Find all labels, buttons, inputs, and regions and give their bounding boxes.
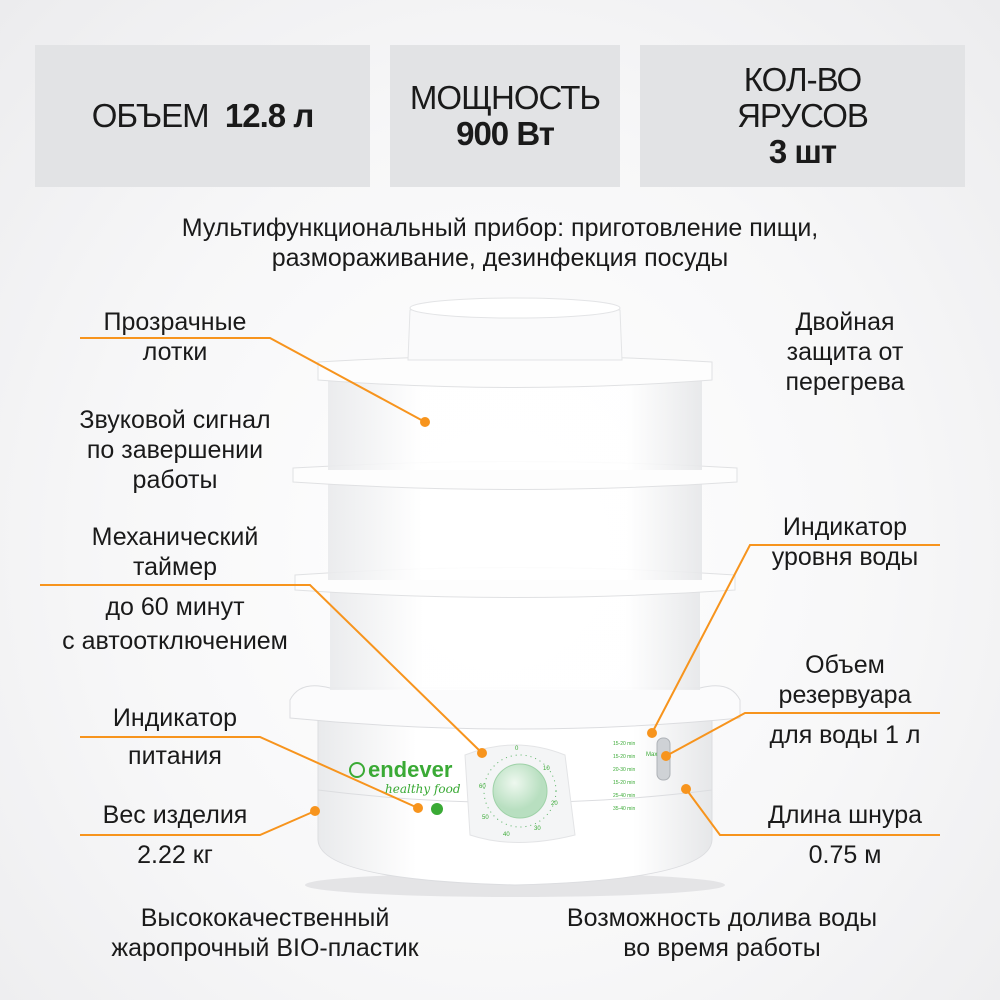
text-line: 15-20 min — [613, 741, 636, 747]
text-line: Индикатор — [112, 704, 238, 732]
text-line: для воды 1 л — [769, 721, 921, 749]
text-line: 25-40 min — [613, 793, 636, 799]
dial-mark: 30 — [534, 826, 541, 832]
max-label: Max — [646, 752, 658, 758]
text-line: Звуковой сигнал — [79, 406, 271, 434]
subtitle: Мультифункциональный прибор: приготовлен… — [182, 213, 819, 273]
feature-cord: Длина шнура 0.75 м — [768, 800, 922, 870]
feature-weight: Вес изделия 2.22 кг — [103, 800, 248, 870]
text-line: Индикатор — [782, 513, 908, 541]
cooking-times: 15-20 min 15-20 min 20-30 min 15-20 min 25-… — [613, 738, 635, 816]
text-line: во время работы — [623, 934, 821, 962]
text-line: 35-40 min — [613, 806, 636, 812]
leader-lines — [40, 337, 940, 836]
spec-label: ОБЪЕМ — [91, 97, 210, 134]
brand-tagline: healthy food — [385, 782, 461, 796]
spec-power: МОЩНОСТЬ 900 Вт — [390, 45, 620, 187]
power-indicator — [431, 803, 443, 815]
spec-label: МОЩНОСТЬ — [409, 79, 601, 116]
timer-knob[interactable] — [492, 763, 548, 819]
text-line: с автоотключением — [62, 627, 288, 655]
text-line: Вес изделия — [102, 801, 248, 829]
subtitle-line: размораживание, дезинфекция посуды — [271, 244, 729, 272]
dial-mark: 20 — [551, 801, 558, 807]
text-line: 0.75 м — [808, 841, 882, 869]
text-line: питания — [128, 742, 222, 770]
dial-mark: 50 — [482, 815, 489, 821]
steamer — [289, 297, 741, 897]
dial-mark: 60 — [479, 784, 486, 790]
spec-tiers: КОЛ-ВО ЯРУСОВ 3 шт — [640, 45, 965, 187]
text-line: 20-30 min — [613, 767, 636, 773]
dial-mark: 10 — [543, 766, 550, 772]
brand-logo-icon — [349, 762, 365, 778]
text-line: 15-20 min — [613, 754, 636, 760]
text-line: 15-20 min — [613, 780, 636, 786]
spec-label: КОЛ-ВО ЯРУСОВ — [737, 61, 869, 134]
leader-dots — [310, 417, 691, 816]
text-line: Прозрачные — [103, 308, 247, 336]
text-line: Длина шнура — [767, 801, 923, 829]
text-line: работы — [132, 466, 218, 494]
text-line: Возможность долива воды — [566, 904, 878, 932]
dial-mark: 40 — [503, 832, 510, 838]
spec-volume: ОБЪЕМ 12.8 л — [35, 45, 370, 187]
text-line: жаропрочный BIO-пластик — [111, 934, 419, 962]
text-line: по завершении — [86, 436, 264, 464]
spec-value: 900 Вт — [456, 115, 555, 152]
subtitle-line: Мультифункциональный прибор: приготовлен… — [181, 214, 819, 242]
text-line: резервуара — [778, 681, 912, 709]
text-line: защита от — [786, 338, 904, 366]
text-line: уровня воды — [771, 543, 919, 571]
text-line: 2.22 кг — [137, 841, 213, 869]
text-line: таймер — [132, 553, 218, 581]
text-line: Двойная — [795, 308, 895, 336]
text-line: лотки — [142, 338, 208, 366]
brand-logo: endever — [368, 757, 453, 782]
text-line: Высококачественный — [140, 904, 390, 932]
text-line: перегрева — [785, 368, 905, 396]
spec-value: 3 шт — [768, 133, 837, 170]
text-line: Объем — [805, 651, 885, 679]
dial-mark: 0 — [515, 746, 519, 752]
feature-power: Индикатор питания — [113, 703, 237, 771]
spec-value: 12.8 л — [224, 97, 314, 134]
text-line: до 60 минут — [105, 593, 245, 621]
text-line: Механический — [91, 523, 259, 551]
